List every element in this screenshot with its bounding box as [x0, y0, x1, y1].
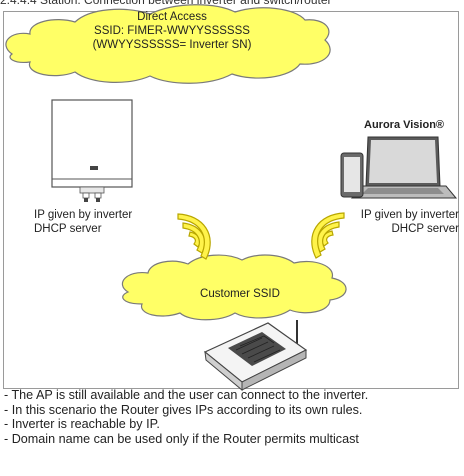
ssid-label: SSID: FIMER-WWYYSSSSSS	[94, 25, 250, 37]
section-heading: 2.4.4.4 Station: Connection between inve…	[0, 0, 332, 7]
ssid-note: (WWYYSSSSSS= Inverter SN)	[92, 39, 252, 51]
customer-ssid-cloud	[121, 254, 347, 321]
inverter-caption-line1: IP given by inverter	[34, 209, 133, 221]
router-device	[203, 320, 308, 392]
customer-ssid-label: Customer SSID	[200, 288, 280, 300]
notes-list: - The AP is still available and the user…	[4, 388, 464, 446]
note-item: - Inverter is reachable by IP.	[4, 417, 160, 431]
direct-access-cloud-text: Direct Access SSID: FIMER-WWYYSSSSSS (WW…	[52, 10, 292, 52]
inverter-caption-line2: DHCP server	[34, 223, 102, 235]
aurora-vision-label: Aurora Vision®	[364, 119, 445, 131]
inverter-device	[51, 99, 133, 202]
note-item: - Domain name can be used only if the Ro…	[4, 431, 359, 446]
inverter-caption: IP given by inverter DHCP server	[34, 208, 132, 236]
wifi-signal-right-icon	[311, 212, 345, 259]
device-caption-line2: DHCP server	[391, 223, 459, 235]
note-item: - The AP is still available and the user…	[4, 388, 369, 402]
note-item: - In this scenario the Router gives IPs …	[4, 402, 363, 417]
direct-access-title: Direct Access	[137, 11, 207, 23]
wifi-signal-left-icon	[177, 213, 211, 260]
direct-access-cloud	[5, 4, 331, 84]
device-caption: IP given by inverter DHCP server	[346, 208, 459, 236]
device-caption-line1: IP given by inverter	[360, 209, 459, 221]
laptop-and-phone	[340, 136, 458, 199]
